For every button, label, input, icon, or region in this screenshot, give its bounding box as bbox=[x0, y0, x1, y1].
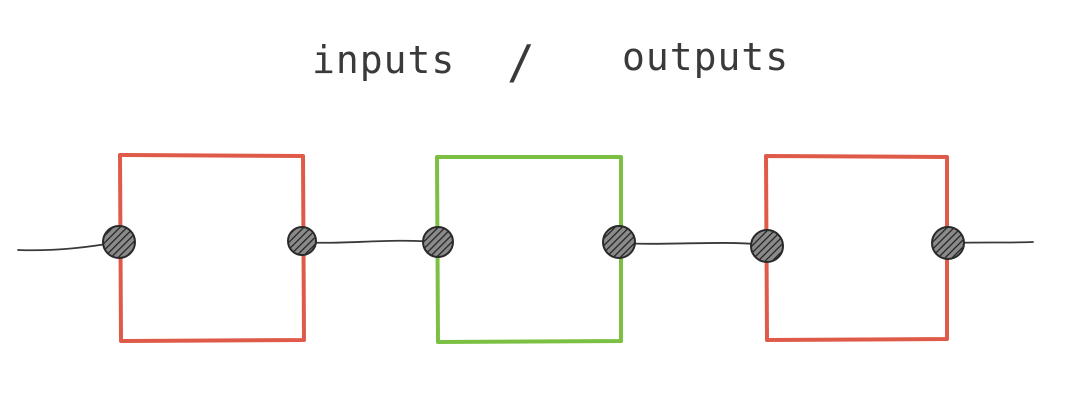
box-3 bbox=[764, 154, 949, 342]
outputs-label: outputs bbox=[622, 35, 789, 79]
inputs-label: inputs bbox=[312, 38, 455, 82]
port-box1-output bbox=[287, 226, 317, 256]
port-box2-output bbox=[602, 225, 636, 259]
ports bbox=[102, 225, 965, 263]
port-box3-input bbox=[750, 229, 784, 263]
port-box1-input bbox=[102, 225, 136, 259]
wire-box1-box2 bbox=[301, 239, 438, 244]
wire-box2-box3 bbox=[619, 242, 768, 246]
port-box2-input bbox=[422, 226, 454, 258]
box-2 bbox=[435, 155, 623, 344]
box-1 bbox=[118, 153, 306, 343]
wires bbox=[17, 239, 1034, 252]
port-box3-output bbox=[931, 226, 965, 260]
separator-slash: / bbox=[507, 35, 536, 89]
boxes bbox=[118, 153, 949, 344]
